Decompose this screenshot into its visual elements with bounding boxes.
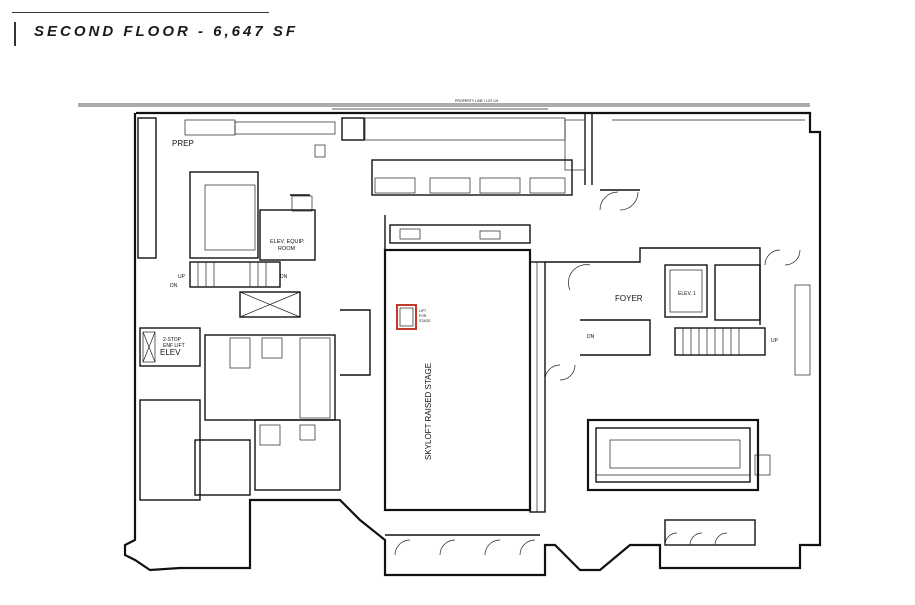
- property-line-label: PROPERTY LINE / LOT LN: [455, 99, 498, 103]
- room-label-elev-equip-room: ROOM: [278, 246, 296, 252]
- room-label-elev1: ELEV. 1: [678, 291, 696, 297]
- stage-label: SKYLOFT RAISED STAGE: [424, 363, 433, 460]
- lift-stage-label-1: LIFT: [419, 309, 427, 313]
- room-label-elev-equip: ELEV. EQUIP.: [270, 239, 305, 245]
- restrooms-west: [139, 334, 341, 501]
- kitchen-line: [341, 117, 586, 196]
- stair-west: UP DN DN: [170, 261, 301, 318]
- stair-east: DN UP: [580, 284, 811, 376]
- lift-note-2: ENF LIFT: [163, 343, 185, 349]
- stage: LIFT FOR STAGE SKYLOFT RAISED STAGE: [340, 248, 546, 556]
- prep-area: PREP ELEV. EQUIP. ROOM: [137, 117, 336, 261]
- south-bays: [544, 364, 756, 546]
- lift-for-stage: [396, 304, 417, 330]
- page-title: SECOND FLOOR - 6,647 SF: [34, 23, 299, 40]
- lift-note-1: 2-STOP: [163, 337, 182, 343]
- room-label-elev: ELEV: [160, 348, 181, 357]
- service-counter: [384, 215, 531, 275]
- exterior-walls: [123, 111, 822, 577]
- stair-label-dn: DN: [170, 283, 178, 289]
- stair-label-up: UP: [178, 274, 186, 280]
- room-label-prep: PREP: [172, 139, 194, 148]
- room-label-foyer: FOYER: [615, 294, 643, 303]
- lift-stage-label-2: FOR: [419, 314, 427, 318]
- east-room: [599, 119, 805, 266]
- foyer: FOYER ELEV. 1: [545, 247, 761, 325]
- header-accent-bar: [14, 22, 16, 46]
- lift-enf: 2-STOP ENF LIFT ELEV: [139, 327, 201, 367]
- stair-label-dn-3: DN: [587, 334, 595, 340]
- property-line: PROPERTY LINE / LOT LN: [78, 99, 810, 110]
- lift-stage-label-3: STAGE: [419, 319, 431, 323]
- stair-label-up-3: UP: [771, 338, 779, 344]
- bar-island: [586, 418, 771, 492]
- header-rule: [12, 12, 269, 13]
- stair-label-dn-2: DN: [280, 274, 288, 280]
